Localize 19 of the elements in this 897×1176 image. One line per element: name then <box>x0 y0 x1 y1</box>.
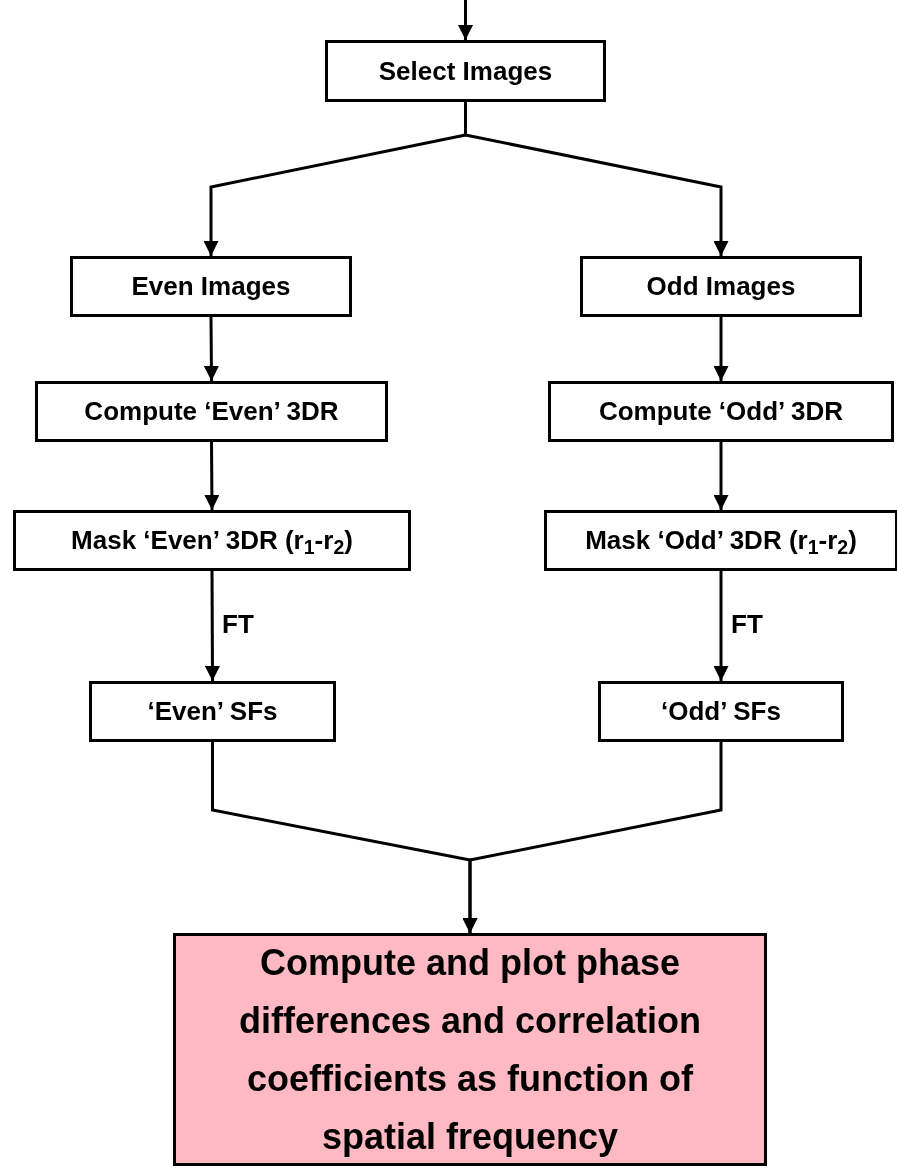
arrow <box>713 442 729 510</box>
process-box: Even Images <box>70 256 352 317</box>
arrow <box>204 571 220 681</box>
process-box: Odd Images <box>580 256 862 317</box>
arrow <box>464 102 729 256</box>
process-box: Compute ‘Odd’ 3DR <box>548 381 894 442</box>
process-box: Mask ‘Odd’ 3DR (r$_{1}$-r$_{2}$) <box>544 510 897 571</box>
arrow <box>204 442 220 510</box>
process-box: Compute ‘Even’ 3DR <box>35 381 388 442</box>
result-box: Compute and plot phase differences and correlation coefficients as function of spatial frequency <box>173 933 767 1166</box>
arrow <box>458 0 473 40</box>
arrow <box>713 571 729 681</box>
process-box: ‘Even’ SFs <box>89 681 336 742</box>
process-box: Select Images <box>325 40 606 102</box>
process-box: ‘Odd’ SFs <box>598 681 844 742</box>
arrow <box>713 317 729 381</box>
arrow <box>462 742 723 933</box>
process-box: Mask ‘Even’ 3DR (r$_{1}$-r$_{2}$) <box>13 510 411 571</box>
arrow <box>203 317 219 381</box>
